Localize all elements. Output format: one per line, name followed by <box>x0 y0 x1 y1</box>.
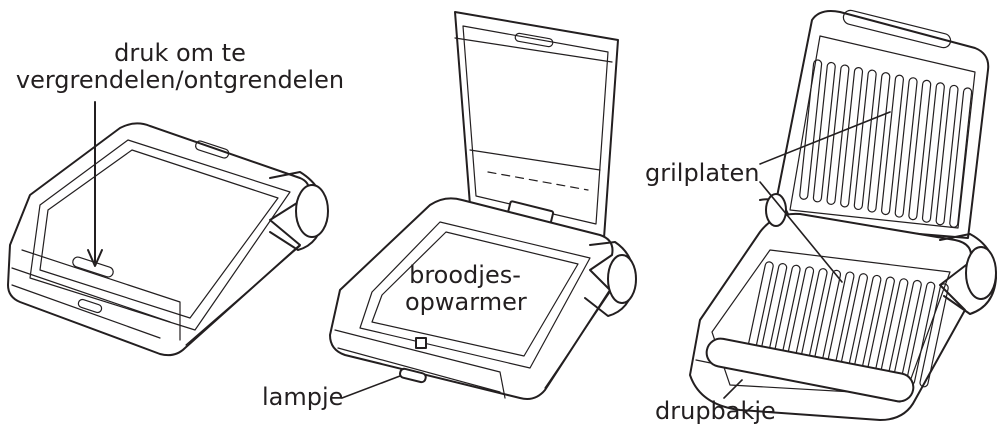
lid-ridge <box>840 67 864 208</box>
plates-label: grilplaten <box>645 159 760 187</box>
lamp-leader-line <box>341 375 401 399</box>
lid-ridge <box>894 77 918 218</box>
lamp-label: lampje <box>262 383 344 411</box>
bun-warmer-label-line-2: opwarmer <box>405 288 527 316</box>
plates-leader-bottom <box>759 181 843 283</box>
lock-label: druk om te vergrendelen/ontgrendelen <box>10 40 350 94</box>
lid-ridge <box>949 87 973 228</box>
lock-label-line-2: vergrendelen/ontgrendelen <box>15 66 345 94</box>
closed-grill-illustration <box>7 122 329 357</box>
drip-label: drupbakje <box>655 397 776 425</box>
bun-warmer-grill-illustration <box>329 11 637 400</box>
lock-label-line-1: druk om te <box>114 39 246 67</box>
bun-warmer-label: broodjes- opwarmer <box>405 261 527 316</box>
open-grill-illustration <box>689 9 997 421</box>
lid-ridge <box>853 69 877 211</box>
lid-ridge <box>867 72 891 213</box>
base-ridge <box>919 283 949 388</box>
lock-arrowhead <box>87 249 103 267</box>
lid-ridge <box>921 82 945 223</box>
lid-ridge <box>935 84 959 226</box>
lid-ridge <box>881 74 905 216</box>
bun-warmer-label-line-1: broodjes- <box>409 261 521 289</box>
plates-leader-top <box>759 111 891 165</box>
lid-ridge <box>799 59 823 200</box>
lid-ridge <box>812 61 836 203</box>
lid-ridge <box>908 79 932 221</box>
drip-leader-line <box>723 379 743 399</box>
